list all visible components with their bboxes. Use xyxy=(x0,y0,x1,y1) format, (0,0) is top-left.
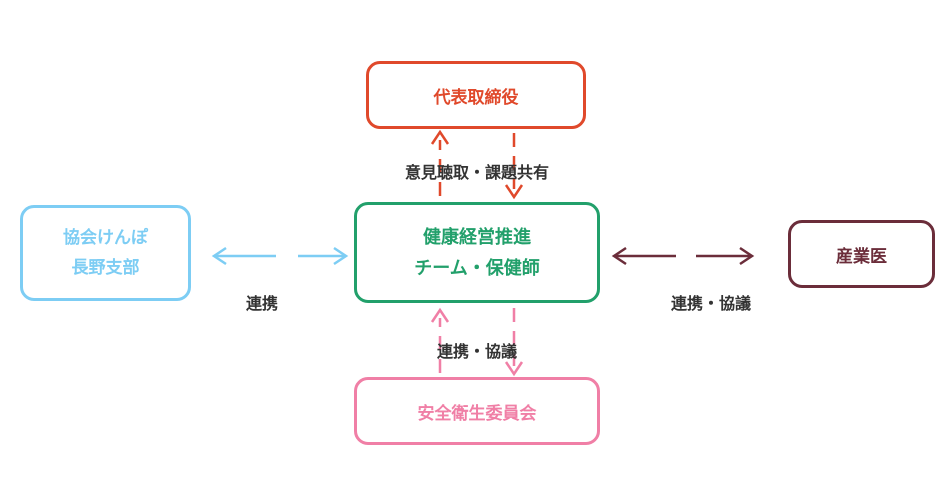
edge-label-bottom: 連携・協議 xyxy=(436,342,518,361)
node-label-line2: チーム・保健師 xyxy=(414,257,540,279)
node-label: 産業医 xyxy=(836,246,887,267)
node-kyokai-kenpo-nagano: 協会けんぽ 長野支部 xyxy=(20,205,191,301)
node-representative-director: 代表取締役 xyxy=(366,61,586,129)
edge-right-arrows xyxy=(611,246,755,266)
edge-left-arrows xyxy=(211,246,349,266)
arrow-down-head xyxy=(504,361,524,377)
node-health-promotion-team: 健康経営推進 チーム・保健師 xyxy=(354,202,600,303)
arrow-left-head xyxy=(211,246,227,266)
node-occupational-physician: 産業医 xyxy=(788,220,935,288)
arrow-down-head xyxy=(504,184,524,200)
arrow-up-head xyxy=(430,129,450,145)
arrow-right-head xyxy=(333,246,349,266)
edge-label-right: 連携・協議 xyxy=(670,294,752,313)
arrow-up-head xyxy=(430,307,450,323)
edge-label-top: 意見聴取・課題共有 xyxy=(404,163,550,182)
edge-label-left: 連携 xyxy=(245,294,279,313)
node-label-line2: 長野支部 xyxy=(71,258,140,278)
node-label-line1: 協会けんぽ xyxy=(63,228,148,248)
arrow-right-head xyxy=(739,246,755,266)
edge-bottom-arrows xyxy=(430,307,524,377)
node-label-line1: 健康経営推進 xyxy=(423,226,531,248)
node-label: 代表取締役 xyxy=(433,87,519,108)
node-label: 安全衛生委員会 xyxy=(417,403,537,424)
edge-top-arrows xyxy=(430,129,524,200)
node-safety-health-committee: 安全衛生委員会 xyxy=(354,377,600,445)
arrow-left-head xyxy=(611,246,627,266)
